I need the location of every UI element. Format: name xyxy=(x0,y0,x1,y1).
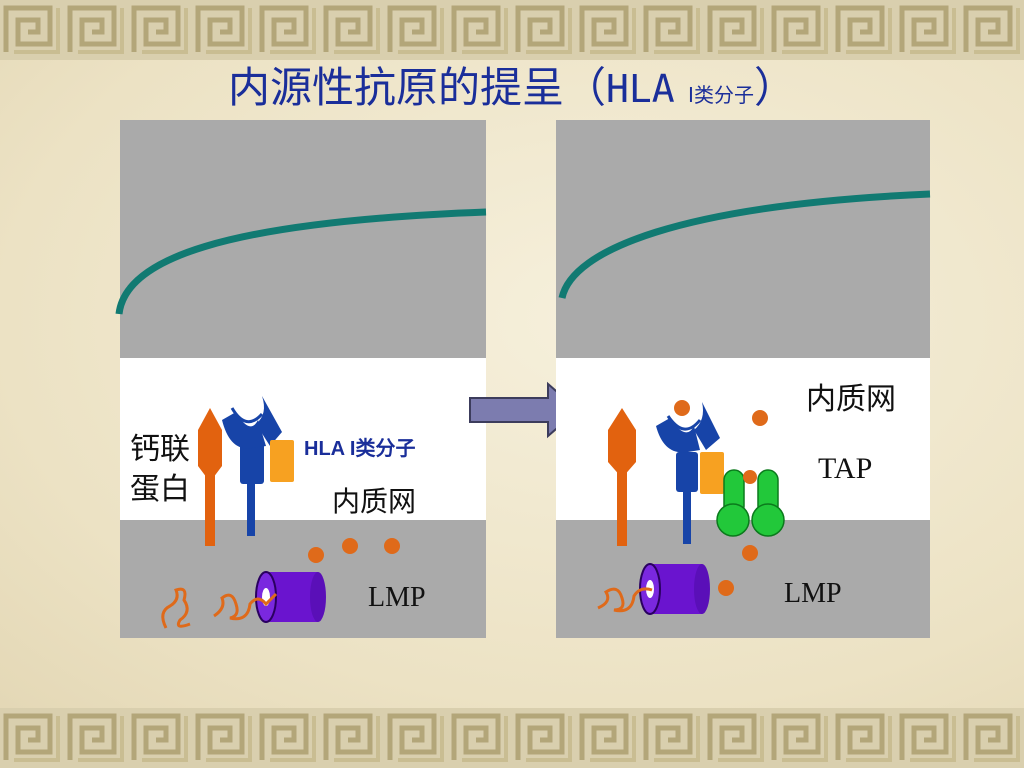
left-peptide-dot xyxy=(384,538,400,554)
right-beta2m-icon xyxy=(700,452,724,494)
left-calnexin-label-line2: 蛋白 xyxy=(130,472,190,507)
left-calnexin-label-line1: 钙联 xyxy=(130,432,190,467)
slide-title: 内源性抗原的提呈（HLA I类分子） xyxy=(0,58,1024,118)
left-protein-strand-icon xyxy=(161,587,191,629)
right-peptide-dot xyxy=(718,580,734,596)
left-er-lumen xyxy=(120,358,486,520)
right-peptide-dot xyxy=(743,470,757,484)
right-tap-transporter-icon xyxy=(716,469,785,537)
left-er-label: 内质网 xyxy=(332,485,417,518)
right-peptide-dot xyxy=(674,400,690,416)
left-hla-label: HLA I类分子 xyxy=(304,438,416,460)
left-calnexin-icon xyxy=(198,408,222,546)
right-protein-strand-icon xyxy=(597,587,653,613)
right-lmp-proteasome-icon xyxy=(639,563,710,615)
title-roman: I xyxy=(688,83,694,107)
left-membrane-curve xyxy=(115,208,487,315)
left-peptide-dot xyxy=(308,547,324,563)
right-peptide-dot xyxy=(742,545,758,561)
right-membrane-curve xyxy=(558,190,931,299)
right-peptide-dot xyxy=(752,410,768,426)
left-lmp-label: LMP xyxy=(368,582,426,613)
top-border-pattern xyxy=(0,0,1024,60)
title-main: 内源性抗原的提呈（ xyxy=(228,63,607,112)
right-tap-label: TAP xyxy=(818,452,873,485)
title-close: ） xyxy=(753,63,796,112)
title-hla: HLA xyxy=(606,67,675,111)
left-beta2m-icon xyxy=(270,440,294,482)
left-hla-heavy-chain-icon xyxy=(222,396,282,536)
right-er-label: 内质网 xyxy=(806,382,896,417)
right-hla-heavy-chain-icon xyxy=(656,402,720,544)
left-panel xyxy=(115,120,487,638)
bottom-border-pattern xyxy=(0,708,1024,768)
left-peptide-dot xyxy=(342,538,358,554)
right-panel xyxy=(556,120,931,638)
right-calnexin-icon xyxy=(608,408,636,546)
left-lmp-proteasome-icon xyxy=(255,571,326,623)
right-lmp-label: LMP xyxy=(784,578,842,609)
title-class: 类分子 xyxy=(693,83,754,107)
left-protein-strand-icon xyxy=(213,592,278,621)
